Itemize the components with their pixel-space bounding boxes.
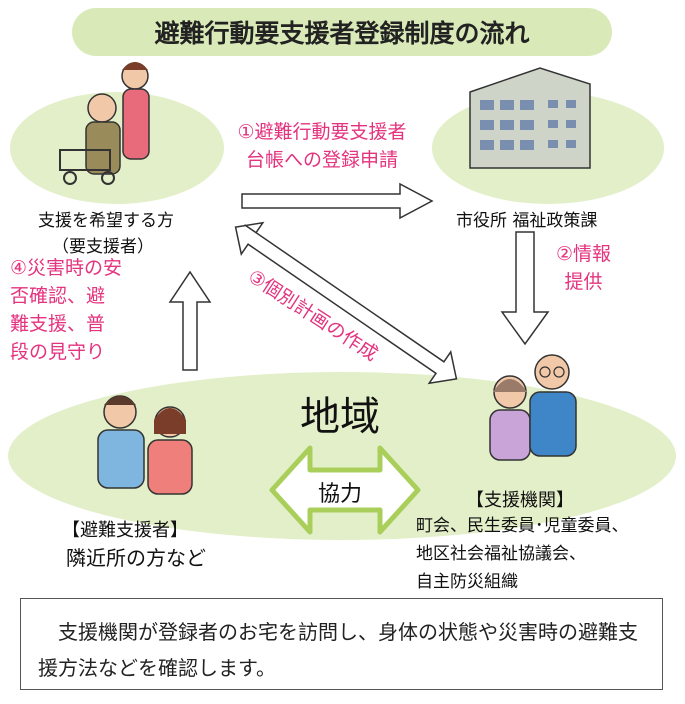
caregiver-illustration [59,62,150,185]
city-label: 市役所 福祉政策課 [456,211,598,231]
supporter-label: 【避難支援者】 [62,520,188,541]
org-member: 町会、民生委員･児童委員、 [416,516,629,536]
arrow-step4 [168,270,212,371]
supporter-sublabel: 隣近所の方など [66,546,206,570]
cooperation-arrow [269,445,421,535]
org-member: 自主防災組織 [416,572,518,592]
arrow-step1 [241,182,434,220]
applicant-sublabel: （要支援者） [52,237,154,257]
org-label: 【支援機関】 [466,490,574,511]
page-title: 避難行動要支援者登録制度の流れ [72,8,612,56]
region-label: 地域 [300,394,380,440]
org-member: 地区社会福祉協議会、 [416,544,586,564]
step2-label: ②情報 提供 [556,243,612,293]
cooperation-label: 協力 [318,482,363,507]
arrow-step3 [234,221,458,385]
step4-label: ④災害時の安 否確認、避 難支援、普 段の見守り [10,257,123,363]
city-hall-illustration [469,67,591,169]
applicant-label: 支援を希望する方 [38,211,174,231]
supporters-illustration [97,395,193,495]
note-box [20,598,663,690]
arrow-step2 [500,231,550,346]
org-members: 町会、民生委員･児童委員、 地区社会福祉協議会、 自主防災組織 [416,512,629,596]
step1-label: ①避難行動要支援者 台帳への登録申請 [237,121,407,171]
elderly-couple-illustration [489,354,577,461]
note-text: 支援機関が登録者のお宅を訪問し、身体の状態や災害時の避難支援方法などを確認します… [38,620,638,680]
